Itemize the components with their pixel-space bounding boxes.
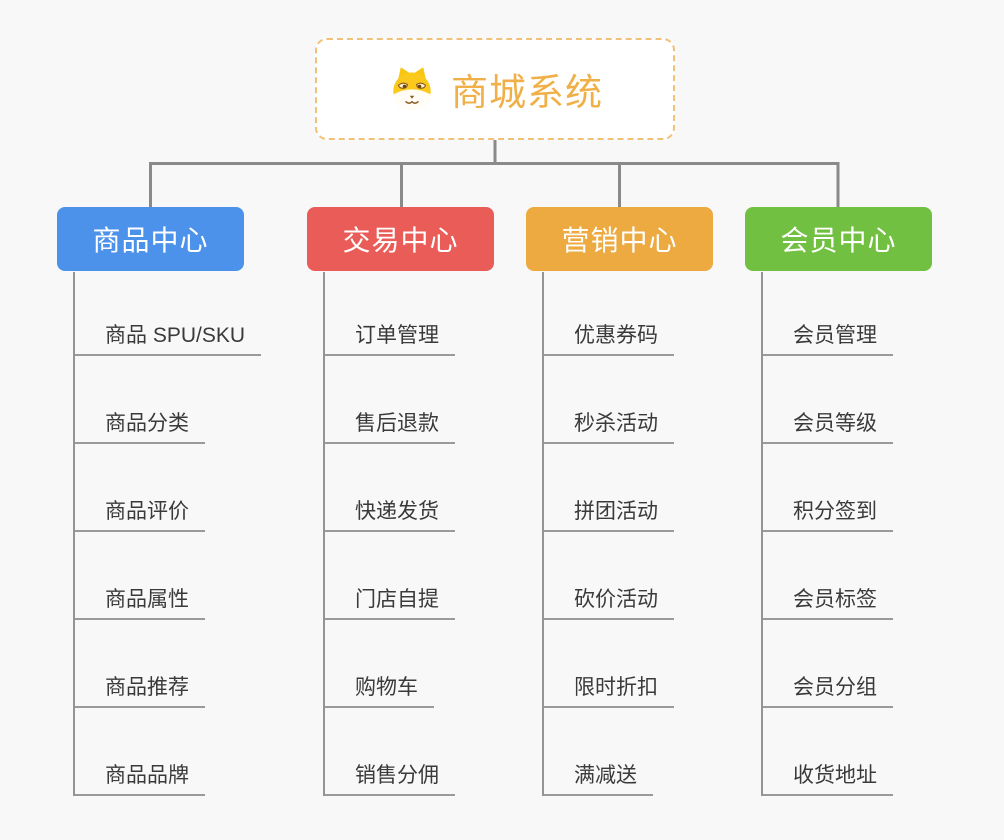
branch-header[interactable]: 会员中心 bbox=[745, 207, 932, 271]
branch-header[interactable]: 商品中心 bbox=[57, 207, 244, 271]
branch-list: 订单管理售后退款快递发货门店自提购物车销售分佣 bbox=[323, 272, 455, 796]
topic-item[interactable]: 会员管理 bbox=[763, 272, 893, 356]
root-node[interactable]: 商城系统 bbox=[315, 38, 675, 140]
topic-item[interactable]: 积分签到 bbox=[763, 444, 893, 532]
root-title: 商城系统 bbox=[451, 72, 603, 113]
topic-item[interactable]: 秒杀活动 bbox=[544, 356, 674, 444]
topic-label: 会员分组 bbox=[793, 676, 877, 699]
topic-label: 会员标签 bbox=[793, 588, 877, 611]
topic-label: 订单管理 bbox=[355, 324, 439, 347]
topic-label: 积分签到 bbox=[793, 500, 877, 523]
topic-item[interactable]: 销售分佣 bbox=[325, 708, 455, 796]
topic-item[interactable]: 会员标签 bbox=[763, 532, 893, 620]
topic-label: 会员等级 bbox=[793, 412, 877, 435]
topic-item[interactable]: 购物车 bbox=[325, 620, 434, 708]
topic-item[interactable]: 限时折扣 bbox=[544, 620, 674, 708]
topic-label: 优惠券码 bbox=[574, 324, 658, 347]
topic-label: 秒杀活动 bbox=[574, 412, 658, 435]
topic-item[interactable]: 收货地址 bbox=[763, 708, 893, 796]
branch-list: 商品 SPU/SKU 商品分类商品评价商品属性商品推荐商品品牌 bbox=[73, 272, 262, 796]
topic-label: 商品 SPU/SKU bbox=[105, 324, 246, 347]
topic-label: 商品属性 bbox=[105, 588, 189, 611]
topic-item[interactable]: 拼团活动 bbox=[544, 444, 674, 532]
topic-item[interactable]: 售后退款 bbox=[325, 356, 455, 444]
topic-item[interactable]: 商品分类 bbox=[75, 356, 205, 444]
topic-item[interactable]: 商品品牌 bbox=[75, 708, 205, 796]
topic-label: 购物车 bbox=[355, 676, 418, 699]
topic-label: 销售分佣 bbox=[355, 764, 439, 787]
topic-item[interactable]: 商品属性 bbox=[75, 532, 205, 620]
branch-header[interactable]: 交易中心 bbox=[307, 207, 494, 271]
topic-item[interactable]: 满减送 bbox=[544, 708, 653, 796]
topic-item[interactable]: 会员分组 bbox=[763, 620, 893, 708]
topic-item[interactable]: 门店自提 bbox=[325, 532, 455, 620]
topic-label: 门店自提 bbox=[355, 588, 439, 611]
topic-item[interactable]: 订单管理 bbox=[325, 272, 455, 356]
topic-label: 商品分类 bbox=[105, 412, 189, 435]
branch-header[interactable]: 营销中心 bbox=[526, 207, 713, 271]
topic-item[interactable]: 商品推荐 bbox=[75, 620, 205, 708]
topic-label: 限时折扣 bbox=[574, 676, 658, 699]
topic-label: 满减送 bbox=[574, 764, 637, 787]
topic-label: 拼团活动 bbox=[574, 500, 658, 523]
topic-item[interactable]: 砍价活动 bbox=[544, 532, 674, 620]
topic-label: 商品评价 bbox=[105, 500, 189, 523]
topic-label: 快递发货 bbox=[355, 500, 439, 523]
topic-item[interactable]: 快递发货 bbox=[325, 444, 455, 532]
topic-label: 商品推荐 bbox=[105, 676, 189, 699]
topic-item[interactable]: 会员等级 bbox=[763, 356, 893, 444]
shiba-dog-icon bbox=[387, 65, 437, 113]
topic-label: 收货地址 bbox=[793, 764, 877, 787]
topic-item[interactable]: 商品 SPU/SKU bbox=[75, 272, 262, 356]
branch-list: 优惠券码秒杀活动拼团活动砍价活动限时折扣满减送 bbox=[542, 272, 674, 796]
topic-label: 售后退款 bbox=[355, 412, 439, 435]
topic-label: 砍价活动 bbox=[574, 588, 658, 611]
topic-item[interactable]: 优惠券码 bbox=[544, 272, 674, 356]
topic-label: 会员管理 bbox=[793, 324, 877, 347]
topic-item[interactable]: 商品评价 bbox=[75, 444, 205, 532]
branch-list: 会员管理会员等级积分签到会员标签会员分组收货地址 bbox=[761, 272, 893, 796]
topic-label: 商品品牌 bbox=[105, 764, 189, 787]
